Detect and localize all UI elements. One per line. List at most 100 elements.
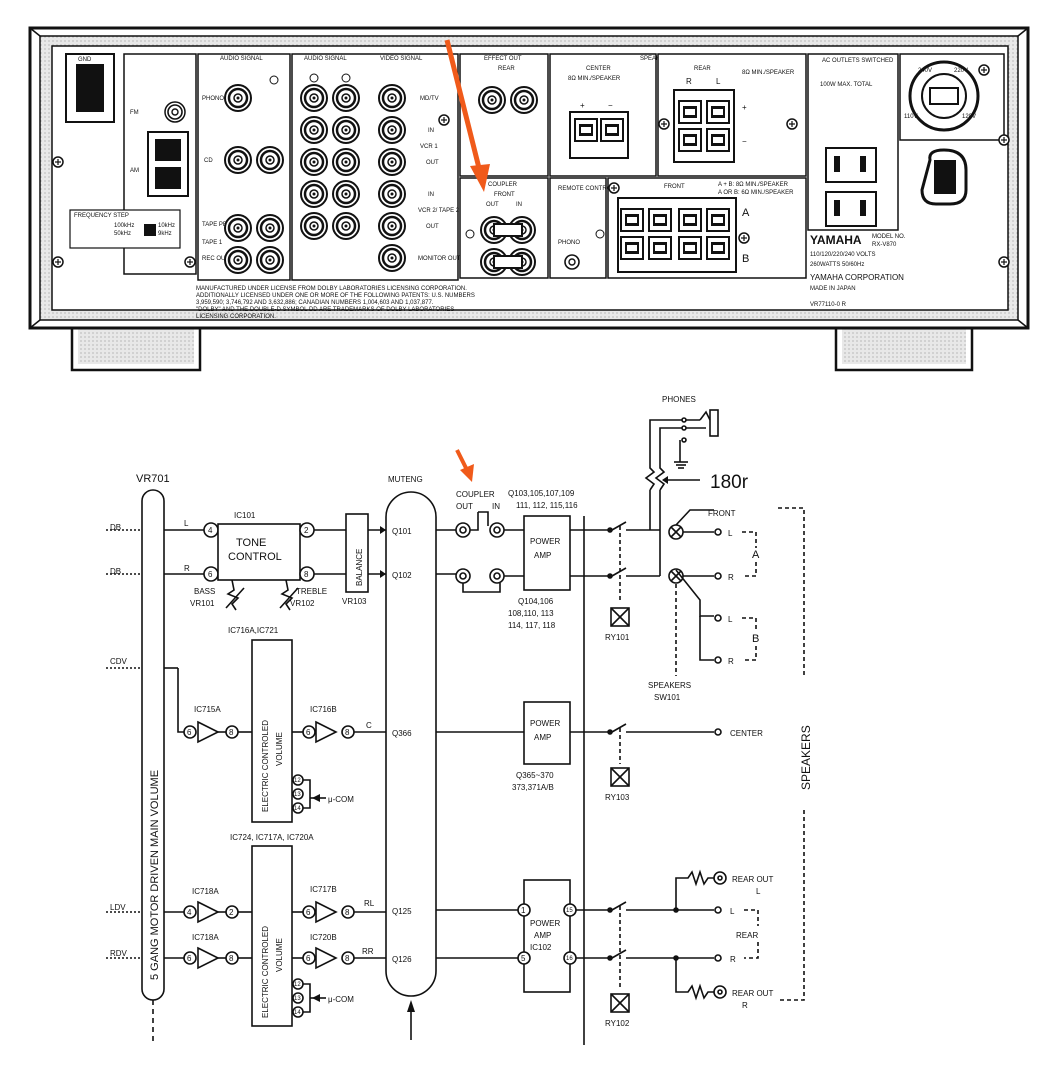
tape1-label: TAPE 1 [202, 240, 223, 246]
front-out-r: R [728, 573, 734, 582]
ic715a-label: IC715A [194, 705, 221, 714]
vcr1-label: VCR 1 [420, 144, 438, 150]
pin-8f: 8 [345, 954, 350, 963]
pin-8d: 8 [229, 954, 234, 963]
gnd-label: GND [78, 57, 92, 63]
front-amp-label: AMP [534, 551, 551, 560]
front-terminals[interactable] [617, 197, 737, 273]
rear-imp-label: 8Ω MIN./SPEAKER [742, 70, 795, 76]
pin-6e: 6 [306, 908, 311, 917]
ac-outlets[interactable] [825, 147, 877, 227]
tone-label: TONE [236, 537, 266, 549]
ic717b-label: IC717B [310, 885, 337, 894]
center-out-label: CENTER [730, 729, 763, 738]
coupler-front-label: FRONT [494, 192, 515, 198]
pin-8c: 8 [345, 728, 350, 737]
watts-label: 260WATTS 50/60Hz [810, 262, 864, 268]
treble-label: TREBLE [296, 587, 327, 596]
speakers-label: SPEAKERS [640, 56, 672, 62]
pin-6c: 6 [306, 728, 311, 737]
ucom-label-1: μ-COM [328, 795, 354, 804]
freq-9khz: 9kHz [158, 231, 172, 237]
q-c-1: Q365~370 [516, 771, 554, 780]
arrow-icon [444, 39, 490, 192]
remote-label: REMOTE CONTROL [558, 186, 615, 192]
tone-r-label: R [184, 564, 190, 573]
ic716a-label: IC716A,IC721 [228, 626, 279, 635]
input-cdv: CDV [110, 657, 128, 666]
speakers-switch-label: SPEAKERS [648, 681, 691, 690]
pin-8a: 8 [304, 570, 309, 579]
phono-label: PHONO [202, 96, 224, 102]
vr101-label: VR101 [190, 599, 215, 608]
rear-group-label: REAR [736, 931, 758, 940]
front-out-r2: R [728, 657, 734, 666]
control-label: CONTROL [228, 551, 282, 563]
freq-step-label: FREQUENCY STEP [74, 213, 129, 219]
coupler-label: COUPLER [488, 182, 518, 188]
fm-label: FM [130, 110, 139, 116]
ic718a-label-1: IC718A [192, 887, 219, 896]
rear-label: REAR [694, 66, 711, 72]
volts-label: 110/120/220/240 VOLTS [810, 252, 876, 258]
tone-control-box [217, 523, 301, 581]
center-terminals[interactable] [569, 111, 629, 159]
rear-ecv-label-1: ELECTRIC CONTROLED [261, 926, 270, 1018]
pin-15: 15 [566, 908, 573, 914]
rear-out-label-l: REAR OUT [732, 875, 773, 884]
phones-jack[interactable] [709, 409, 719, 437]
q125-label: Q125 [392, 907, 412, 916]
rear-power-amp [523, 879, 571, 993]
pin-2b: 2 [229, 908, 234, 917]
center-label: CENTER [586, 66, 611, 72]
front-imp-b: A OR B: 6Ω MIN./SPEAKER [718, 190, 794, 196]
freq-10khz: 10kHz [158, 223, 175, 229]
coupler-jacks-sch[interactable] [455, 522, 505, 584]
ic102-label: IC102 [530, 943, 552, 952]
q102-label: Q102 [392, 571, 412, 580]
pin-12b: 12 [294, 982, 301, 988]
block-diagram: VR701 5 GANG MOTOR DRIVEN MAIN VOLUME DB… [106, 395, 813, 1045]
vr102-label: VR102 [290, 599, 315, 608]
made-in-label: MADE IN JAPAN [810, 286, 856, 292]
video-signal-label: VIDEO SIGNAL [380, 56, 423, 62]
freq-step-switch[interactable] [144, 224, 156, 236]
coupler-jacks[interactable] [479, 215, 537, 277]
cd-label: CD [204, 158, 213, 164]
front-power-amp [523, 515, 571, 591]
rear-out-l-sub: L [756, 887, 761, 896]
vcr2-label: VCR 2/ TAPE 2 [418, 208, 460, 214]
muteng-label: MUTENG [388, 475, 423, 484]
ic724-label: IC724, IC717A, IC720A [230, 833, 314, 842]
freq-100khz: 100kHz [114, 223, 134, 229]
vcr1-in-label: IN [428, 128, 434, 134]
input-db-r: DB [110, 567, 121, 576]
q-c-2: 373,371A/B [512, 783, 554, 792]
yamaha-logo: YAMAHA [810, 233, 862, 247]
pin-5: 5 [521, 954, 526, 963]
volt-240: 240V [918, 68, 932, 74]
pin-6f: 6 [306, 954, 311, 963]
effect-out-label: EFFECT OUT [484, 56, 522, 62]
coupler-sch-label: COUPLER [456, 490, 495, 499]
q-bot-2: 108,110, 113 [508, 609, 554, 618]
ic720b-label: IC720B [310, 933, 337, 942]
front-a-label: A [742, 207, 750, 219]
pin-4a: 4 [208, 526, 213, 535]
volt-120: 120V [962, 114, 976, 120]
pin-8b: 8 [229, 728, 234, 737]
vcr2-out-label: OUT [426, 224, 439, 230]
center-ecv-box [251, 639, 293, 823]
q-bot-3: 114, 117, 118 [508, 621, 556, 630]
ry103-label: RY103 [605, 793, 630, 802]
balance-box [345, 513, 369, 593]
phones-label: PHONES [662, 395, 696, 404]
coupler-in-sch: IN [492, 502, 500, 511]
front-out-l2: L [728, 615, 733, 624]
rec-out-label: REC OUT [202, 256, 229, 262]
center-ecv-label-1: ELECTRIC CONTROLED [261, 720, 270, 812]
rear-terminals[interactable] [673, 89, 735, 163]
rear-l-label: L [730, 907, 735, 916]
net-c-label: C [366, 721, 372, 730]
